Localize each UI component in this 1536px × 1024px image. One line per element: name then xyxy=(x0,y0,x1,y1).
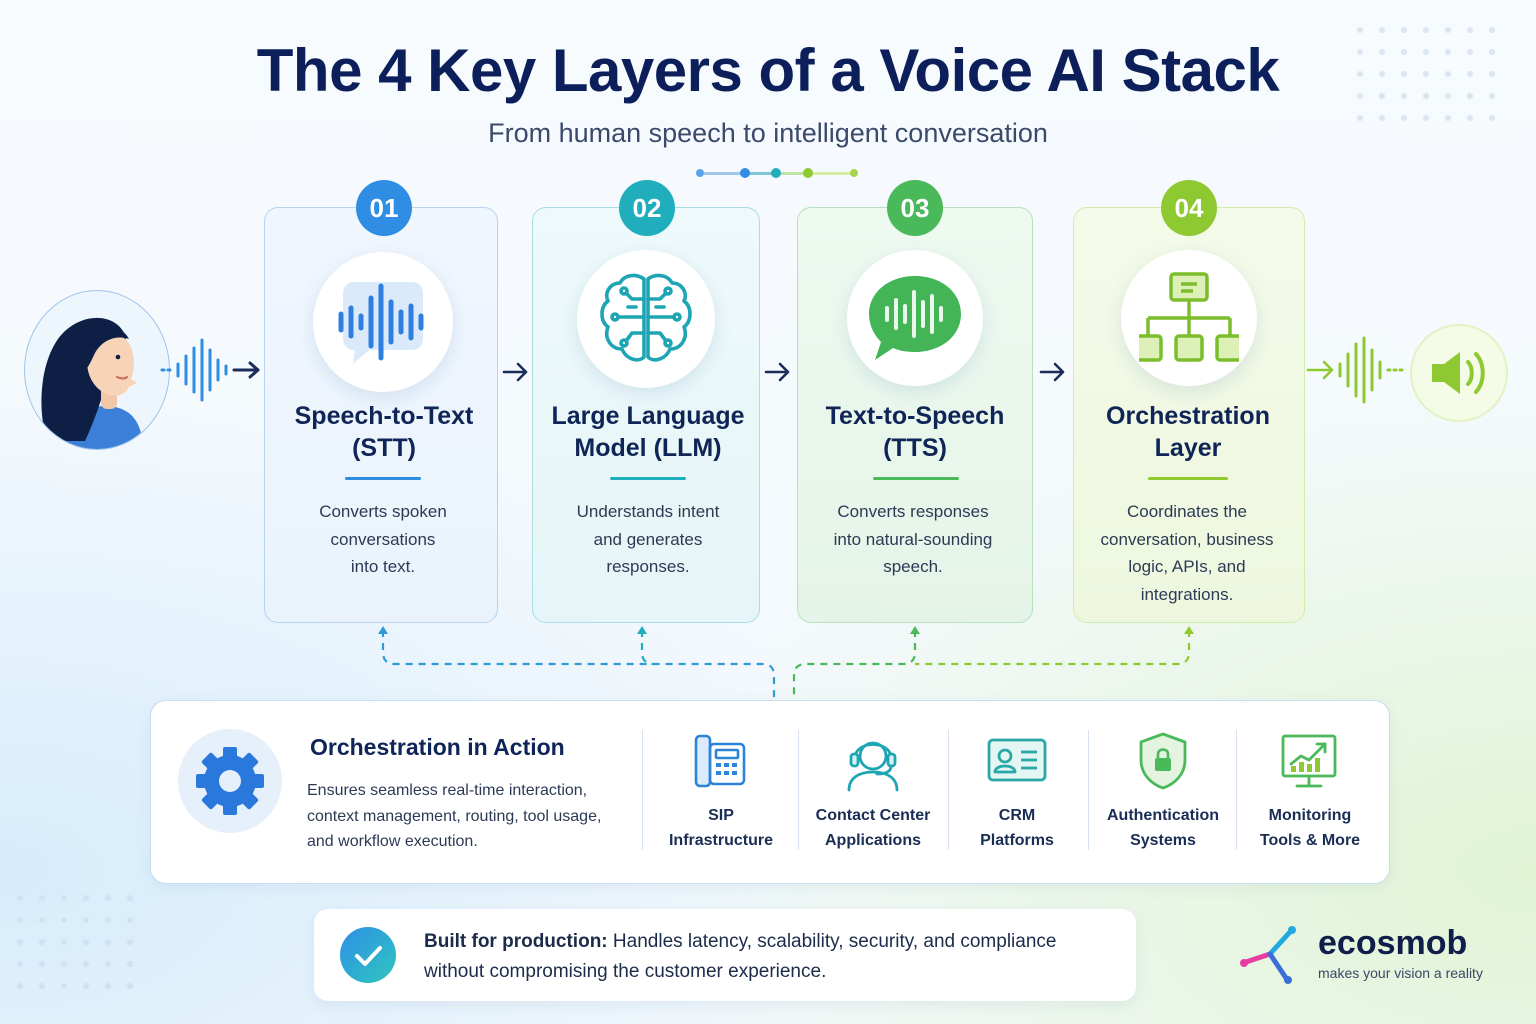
growth-chart-icon xyxy=(1234,730,1384,792)
divider xyxy=(798,730,799,850)
output-soundwave-icon xyxy=(1306,336,1408,404)
contact-card-icon xyxy=(942,730,1092,790)
input-soundwave-icon xyxy=(160,338,260,402)
brand-name: ecosmob xyxy=(1318,924,1468,962)
ecosmob-logo-icon xyxy=(1240,926,1296,984)
divider xyxy=(1088,730,1089,850)
soundwave-bubble-icon xyxy=(313,252,453,392)
production-text: Built for production: Handles latency, s… xyxy=(424,931,1057,982)
page-subtitle: From human speech to intelligent convers… xyxy=(488,118,1048,148)
flow-arrow-icon xyxy=(502,362,528,382)
person-speaking-icon xyxy=(24,290,170,450)
layer-number-badge: 02 xyxy=(619,180,675,236)
gear-icon xyxy=(178,729,282,833)
production-banner xyxy=(314,909,1136,1001)
page-title: The 4 Key Layers of a Voice AI Stack xyxy=(256,37,1280,104)
orchestration-panel xyxy=(150,700,1390,884)
orchestration-title: Orchestration in Action xyxy=(310,734,565,760)
brand-tagline: makes your vision a reality xyxy=(1318,965,1483,981)
check-icon xyxy=(340,927,396,983)
flow-arrow-icon xyxy=(764,362,790,382)
title-underline xyxy=(1148,477,1228,480)
title-underline xyxy=(873,477,959,480)
orchestration-description: Ensures seamless real-time interaction, … xyxy=(307,782,602,850)
layer-number-badge: 04 xyxy=(1161,180,1217,236)
decorative-dot-grid xyxy=(1357,27,1495,121)
divider xyxy=(1236,730,1237,850)
divider xyxy=(948,730,949,850)
title-underline xyxy=(345,477,421,480)
shield-lock-icon xyxy=(1088,730,1238,792)
speech-bubble-wave-icon xyxy=(847,250,983,386)
brain-circuit-icon xyxy=(577,250,715,388)
hierarchy-icon xyxy=(1121,250,1257,386)
layer-number-badge: 01 xyxy=(356,180,412,236)
desk-phone-icon xyxy=(645,730,795,790)
layer-title: Speech-to-Text(STT) xyxy=(294,402,474,462)
layer-title: Text-to-Speech(TTS) xyxy=(825,402,1005,462)
speaker-icon xyxy=(1410,324,1508,422)
orchestration-connectors xyxy=(378,626,1194,700)
title-underline xyxy=(610,477,686,480)
flow-arrow-icon xyxy=(1039,362,1065,382)
decorative-dot-grid xyxy=(17,895,133,989)
divider xyxy=(642,730,643,850)
headset-agent-icon xyxy=(798,730,948,792)
layer-number-badge: 03 xyxy=(887,180,943,236)
